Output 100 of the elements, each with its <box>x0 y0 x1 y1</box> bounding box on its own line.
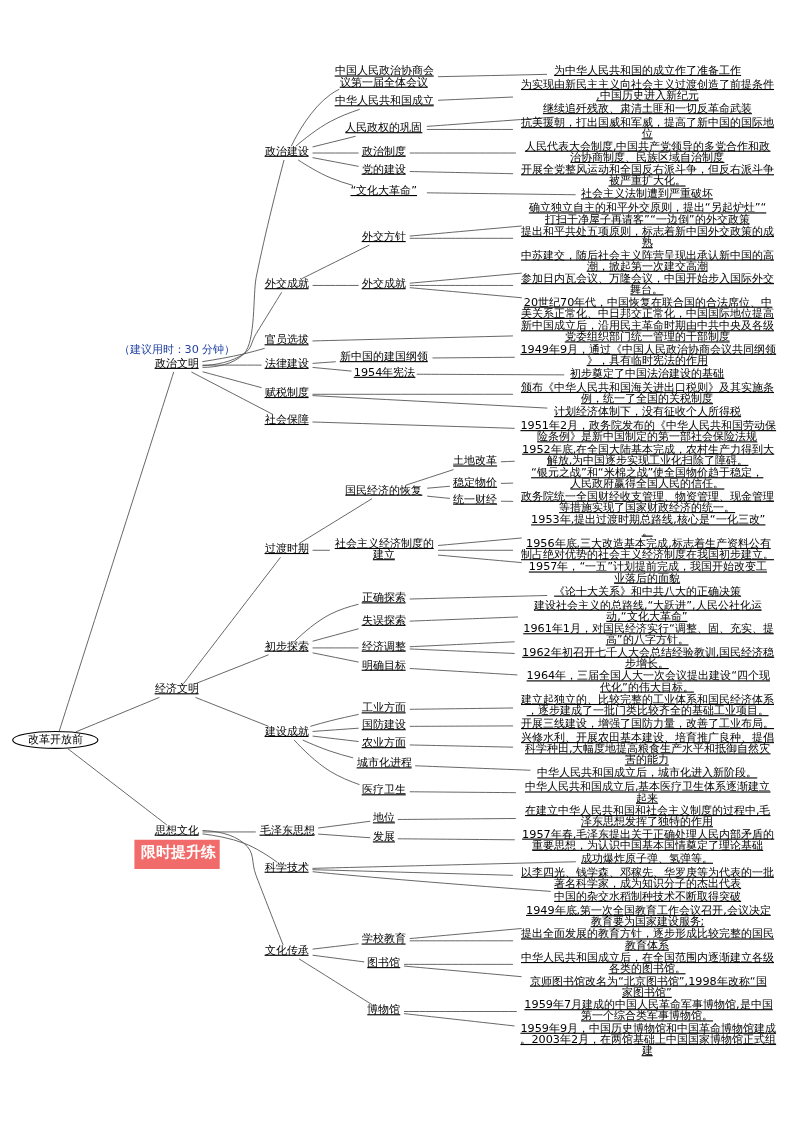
node-text: 经济文明 <box>154 682 199 696</box>
node-text: 科学技术 <box>264 860 309 874</box>
connector <box>409 648 516 654</box>
node-text: 为中华人民共和国的成立作了准备工作 <box>554 63 742 77</box>
node-text: 初步奠定了中国法治建设的基础 <box>570 366 725 380</box>
connector <box>290 88 340 147</box>
connector <box>202 371 262 389</box>
node-text: 农业方面 <box>361 736 406 750</box>
node-text: 确立独立自主的和平外交原则，提出“另起炉灶”“打扫干净屋子再请客”“一边倒”的外交政策 <box>528 201 767 226</box>
node-text: 中国人民政治协商会议第一届全体会议 <box>334 64 434 89</box>
connector <box>202 364 262 366</box>
connector <box>426 485 451 489</box>
node-text: 稳定物价 <box>453 475 498 489</box>
connector <box>414 765 531 771</box>
node-text: 中苏建交，随后社会主义阵营呈现出承认新中国的高潮，掀起第一次建交高潮 <box>521 248 774 273</box>
node-text: 中华人民共和国成立后，在全国范围内逐渐建立各级各类的图书馆。 <box>521 951 774 976</box>
connector <box>295 108 361 147</box>
node-text: 博物馆 <box>367 1003 401 1017</box>
connector <box>409 595 548 600</box>
node-text: 医疗卫生 <box>361 783 406 797</box>
connector <box>409 940 514 942</box>
node-text: 图书馆 <box>367 956 401 970</box>
node-text: 兴修水利、开展农田基本建设、培育推广良种、提倡科学种田,大幅度地提高粮食生产水平和抵御自然灾害的能力 <box>521 731 774 767</box>
connector <box>312 871 552 892</box>
connector <box>202 159 285 368</box>
connector <box>312 628 360 642</box>
node-text: 初步探索 <box>264 639 309 653</box>
node-text: 1962年初召开七千人大会总结经验教训,国民经济稳步增长。 <box>522 645 775 670</box>
node-text: 1959年9月，中国历史博物馆和中国革命博物馆建成。2003年2月，在两馆基础上中国国家博物馆正式组建 <box>520 1021 777 1058</box>
node-text: 1949年底,第一次全国教育工作会议召开,会议决定教育要为国家建设服务; <box>526 903 771 929</box>
connector <box>312 735 360 742</box>
connector <box>397 838 516 841</box>
node-text: 土地改革 <box>453 454 498 468</box>
connector <box>409 725 514 727</box>
connector <box>195 696 270 727</box>
node-text: 城市化进程 <box>356 756 412 770</box>
node-text: 外交方针 <box>361 229 406 243</box>
node-text: 文化传承 <box>264 943 309 957</box>
connector <box>312 157 360 167</box>
node-text: 新中国成立后，沿用民主革命时期由中共中央及各级党委组织部门统一管理的干部制度 <box>521 319 774 344</box>
node-text: 在建立中华人民共和国和社会主义制度的过程中,毛泽东思想发挥了独特的作用 <box>524 803 771 829</box>
node-text: 开展三线建设，增强了国防力量，改善了工业布局。 <box>521 717 774 731</box>
node-text: 学校教育 <box>361 932 406 946</box>
connector <box>409 616 519 622</box>
node-text: 颁布《中华人民共和国海关进出口税则》及其实施条例，统一了全国的关税制度 <box>521 380 774 406</box>
node-text: 1964年，三届全国人大一次会议提出建设“四个现代化”的伟大目标。 <box>526 669 770 694</box>
connector <box>75 696 160 733</box>
node-text: 中华人民共和国成立后,基本医疗卫生体系逐渐建立起来 <box>524 780 771 805</box>
connector <box>409 791 517 794</box>
node-text: 1951年2月，政务院发布的《中华人民共和国劳动保险条例》是新中国制定的第一部社会保险法规 <box>520 419 777 444</box>
connector <box>409 928 523 940</box>
connector <box>403 965 523 978</box>
connector <box>317 820 371 829</box>
node-text: 政务院统一全国财经收支管理、物资管理、现金管理等措施实现了国家财政经济的统一。 <box>521 489 774 514</box>
node-text: 发展 <box>372 830 395 844</box>
connector <box>58 371 175 732</box>
connector <box>397 818 517 820</box>
node-text: 党的建设 <box>361 162 406 176</box>
node-text: 京师图书馆改名为“北京图书馆”,1998年改称“国家图书馆” <box>529 974 767 999</box>
node-text: 提出和平共处五项原则，标志着新中国外交政策的成熟 <box>521 224 774 250</box>
connector <box>202 833 278 863</box>
node-text: 中国的杂交水稻制种技术不断取得突破 <box>554 889 742 903</box>
connector <box>409 171 514 175</box>
node-text: 为实现由新民主主义向社会主义过渡创造了前提条件,中国历史进入新纪元 <box>521 77 774 103</box>
connector <box>405 469 454 486</box>
connector <box>298 498 373 544</box>
node-text: 社会主义法制遭到严重破坏 <box>581 187 714 201</box>
connector <box>403 1013 515 1027</box>
connector <box>409 707 514 710</box>
node-text: 毛泽东思想 <box>259 823 315 837</box>
node-text: 新中国的建国纲领 <box>339 350 428 364</box>
node-text: 建设社会主义的总路线,“大跃进”,人民公社化运动,“文化大革命” <box>533 598 762 623</box>
connector <box>67 747 168 826</box>
connector <box>426 192 577 196</box>
node-text: 国防建设 <box>361 718 406 732</box>
connector <box>409 237 514 239</box>
node-text: 1961年1月，对国民经济实行“调整、固、充实、提高”的八字方针。 <box>523 622 774 647</box>
connector <box>409 285 514 286</box>
connector <box>426 495 451 499</box>
label: 限时提升练 <box>141 843 217 861</box>
node-text: 赋税制度 <box>264 385 309 399</box>
node-text: 政治文明 <box>154 356 199 370</box>
connector <box>312 335 514 342</box>
node-text: 国民经济的恢复 <box>345 483 423 497</box>
node-text: 20世纪70年代，中国恢复在联合国的合法席位、中美关系正常化、中日邦交正常化，中国国际地位提高 <box>521 295 774 320</box>
connector <box>294 603 360 642</box>
node-text: 社会保障 <box>264 412 309 426</box>
connector <box>312 395 548 409</box>
node-text: 经济调整 <box>361 639 406 653</box>
connector <box>416 373 565 376</box>
node-text: 1949年9月，通过《中国人民政治协商会议共同纲领》，具有临时宪法的作用 <box>520 342 777 367</box>
node-text: 抗美援朝，打出国威和军威，提高了新中国的国际地位 <box>521 116 774 141</box>
connector <box>317 833 371 839</box>
node-text: 地位 <box>372 811 395 825</box>
connector <box>403 1011 518 1012</box>
node-text: “银元之战”和“米棉之战”使全国物价趋于稳定，人民政府赢得全国人民的信任。 <box>531 466 764 491</box>
node-text: 1957年，“一五”计划提前完成，我国开始改变工业落后的面貌 <box>528 560 768 585</box>
connector <box>201 830 284 946</box>
node-text: 外交成就 <box>361 277 406 291</box>
connector <box>312 361 337 364</box>
